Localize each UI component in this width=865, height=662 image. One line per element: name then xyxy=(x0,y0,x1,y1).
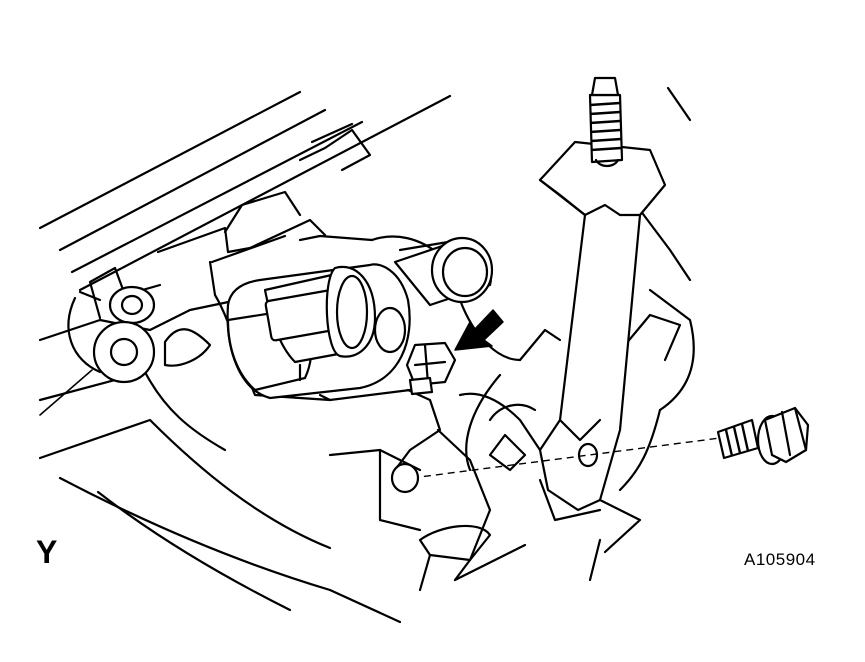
sensor-mounting-bolt xyxy=(405,341,457,396)
sensor-cylinder xyxy=(393,236,494,307)
mounting-bracket xyxy=(538,140,667,512)
view-label: Y xyxy=(36,534,58,570)
left-mount-boss xyxy=(92,285,212,384)
flange-bolt xyxy=(716,406,810,466)
bracket-stud xyxy=(588,76,624,168)
sensor-body xyxy=(226,263,411,402)
figure-code: A105904 xyxy=(744,550,816,569)
alignment-line xyxy=(411,437,721,479)
callout-arrow xyxy=(454,309,504,351)
lower-mount-hole xyxy=(390,462,420,494)
